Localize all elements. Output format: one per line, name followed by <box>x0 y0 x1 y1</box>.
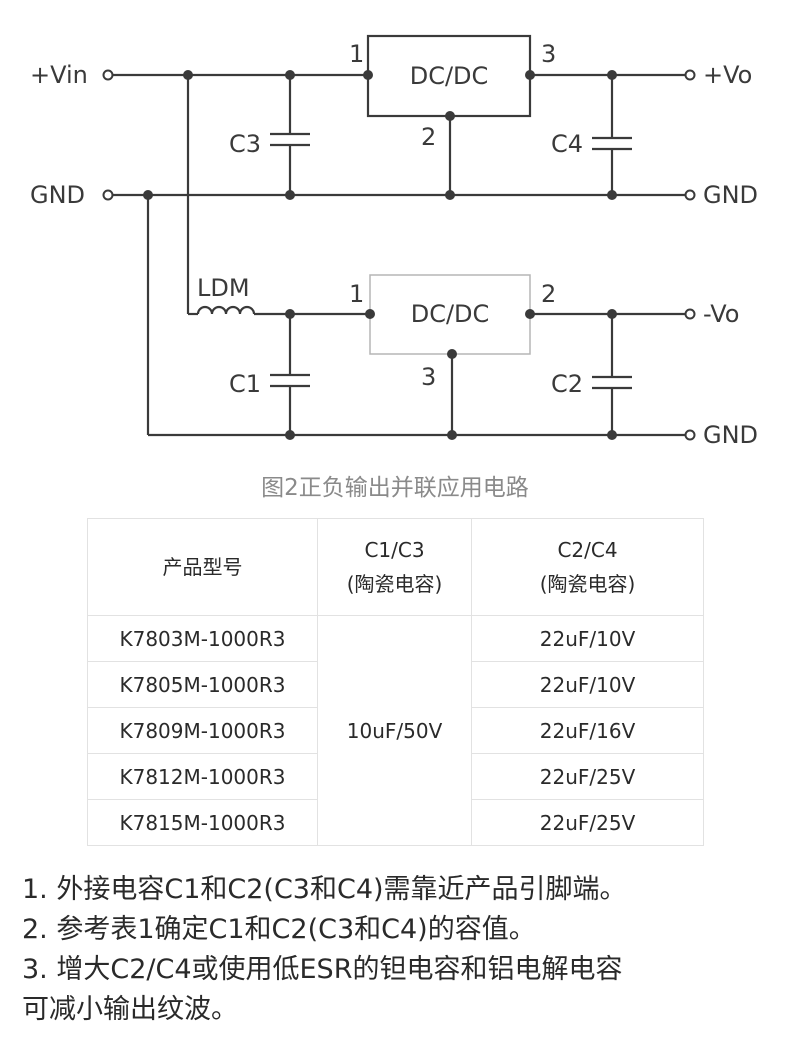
note-item: 2. 参考表1确定C1和C2(C3和C4)的容值。 <box>22 914 536 945</box>
c2c4-cell: 22uF/25V <box>471 799 704 846</box>
c2c4-cell: 22uF/25V <box>471 753 704 800</box>
junction-dot <box>285 430 295 440</box>
junction-dot <box>607 309 617 319</box>
vo-pos-terminal <box>684 69 696 81</box>
gnd-out-label: GND <box>703 181 758 209</box>
header-model: 产品型号 <box>87 518 318 616</box>
vin-label: +Vin <box>30 61 88 89</box>
model-cell: K7803M-1000R3 <box>87 615 318 662</box>
model-cell: K7809M-1000R3 <box>87 707 318 754</box>
c2-label: C2 <box>551 370 583 398</box>
c1c3-shared-cell: 10uF/50V <box>317 615 472 846</box>
gnd-in-label: GND <box>30 181 85 209</box>
junction-dot <box>285 70 295 80</box>
model-cell: K7812M-1000R3 <box>87 753 318 800</box>
header-c2c4: C2/C4 (陶瓷电容) <box>471 518 704 616</box>
junction-dot <box>445 111 455 121</box>
header-c1c3: C1/C3 (陶瓷电容) <box>317 518 472 616</box>
ldm-label: LDM <box>197 274 250 302</box>
junction-dot <box>183 70 193 80</box>
top-pin-out-label: 3 <box>541 40 556 68</box>
figure-caption: 图2正负输出并联应用电路 <box>261 475 529 501</box>
junction-dot <box>607 430 617 440</box>
circuit-diagram: +Vin GND +Vo GND DC/DC 1 3 2 C3 C4 LDM D… <box>30 34 758 449</box>
capacitor-spec-table: 产品型号 C1/C3 (陶瓷电容) C2/C4 (陶瓷电容) K7803M-10… <box>87 518 704 846</box>
gnd-in-terminal <box>102 189 114 201</box>
vo-neg-label: -Vo <box>703 300 740 328</box>
bottom-gnd-terminal <box>684 429 696 441</box>
junction-dot <box>285 190 295 200</box>
junction-dot <box>365 309 375 319</box>
c3-label: C3 <box>229 130 261 158</box>
note-item: 可减小输出纹波。 <box>22 994 238 1025</box>
junction-dot <box>143 190 153 200</box>
vo-neg-terminal <box>684 308 696 320</box>
junction-dot <box>285 309 295 319</box>
bottom-gnd-label: GND <box>703 421 758 449</box>
note-item: 3. 增大C2/C4或使用低ESR的钽电容和铝电解电容 <box>22 954 623 985</box>
table-row: K7803M-1000R3 10uF/50V 22uF/10V <box>87 615 704 846</box>
table-row: K7809M-1000R3 22uF/16V <box>87 707 704 754</box>
bottom-module-label: DC/DC <box>411 300 490 328</box>
bottom-pin-in-label: 1 <box>349 280 364 308</box>
junction-dot <box>525 70 535 80</box>
c4-label: C4 <box>551 130 583 158</box>
junction-dot <box>447 349 457 359</box>
c2c4-cell: 22uF/10V <box>471 661 704 708</box>
c1-label: C1 <box>229 370 261 398</box>
model-cell: K7815M-1000R3 <box>87 799 318 846</box>
c2c4-cell: 22uF/16V <box>471 707 704 754</box>
junction-dot <box>445 190 455 200</box>
table-row: K7815M-1000R3 22uF/25V <box>87 799 704 846</box>
top-module-label: DC/DC <box>410 62 489 90</box>
junction-dot <box>607 190 617 200</box>
inductor-coil <box>196 305 256 315</box>
bottom-pin-gnd-label: 3 <box>421 363 436 391</box>
vo-pos-label: +Vo <box>703 61 752 89</box>
top-pin-in-label: 1 <box>349 40 364 68</box>
junction-dot <box>607 70 617 80</box>
c2c4-cell: 22uF/10V <box>471 615 704 662</box>
table-row: K7812M-1000R3 22uF/25V <box>87 753 704 800</box>
notes-section: 1. 外接电容C1和C2(C3和C4)需靠近产品引脚端。 2. 参考表1确定C1… <box>22 870 782 1030</box>
junction-dot <box>363 70 373 80</box>
model-cell: K7805M-1000R3 <box>87 661 318 708</box>
top-pin-gnd-label: 2 <box>421 123 436 151</box>
gnd-out-terminal <box>684 189 696 201</box>
bottom-pin-out-label: 2 <box>541 280 556 308</box>
vin-terminal <box>102 69 114 81</box>
table-header-row: 产品型号 C1/C3 (陶瓷电容) C2/C4 (陶瓷电容) <box>87 518 704 616</box>
table-row: K7805M-1000R3 22uF/10V <box>87 661 704 708</box>
note-item: 1. 外接电容C1和C2(C3和C4)需靠近产品引脚端。 <box>22 874 627 905</box>
junction-dot <box>447 430 457 440</box>
junction-dot <box>525 309 535 319</box>
